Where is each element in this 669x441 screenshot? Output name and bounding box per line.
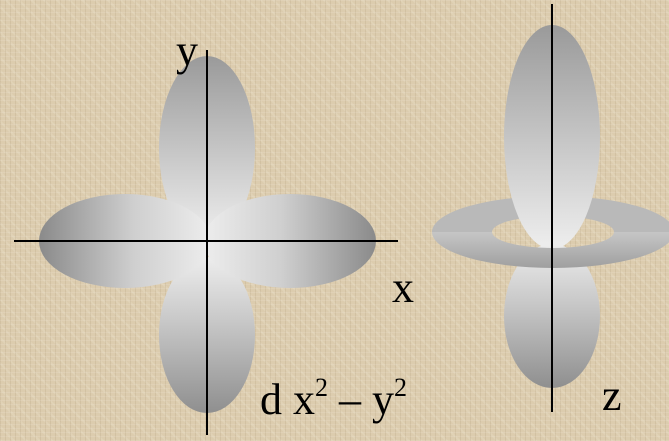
y-axis-label: y xyxy=(176,26,198,75)
caption-exp1: 2 xyxy=(315,373,328,402)
dz2-orbital: z xyxy=(432,4,669,420)
caption-exp2: 2 xyxy=(394,373,407,402)
orbital-caption: d x2 – y2 xyxy=(260,373,407,424)
z-axis-label: z xyxy=(602,371,622,420)
dx2-y2-orbital: y x d x2 – y2 xyxy=(14,26,414,435)
caption-minus: – y xyxy=(328,375,394,424)
caption-prefix: d x xyxy=(260,375,315,424)
x-axis-label: x xyxy=(392,263,414,312)
ring-front xyxy=(432,232,669,268)
